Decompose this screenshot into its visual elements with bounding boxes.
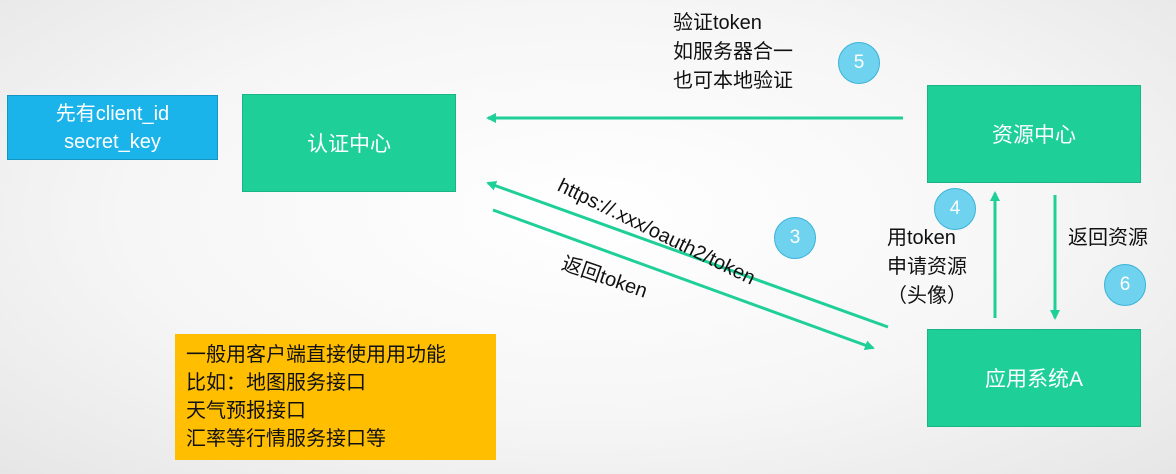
resource-center-label: 资源中心 (992, 124, 1076, 147)
request-line-2: 申请资源 (887, 256, 967, 278)
return-resource-label: 返回资源 (1068, 227, 1148, 249)
arrow-auth-to-app (492, 208, 875, 350)
note-line-2: 比如：地图服务接口 (186, 372, 366, 394)
note-line-4: 汇率等行情服务接口等 (186, 428, 386, 450)
note-line-3: 天气预报接口 (186, 400, 306, 422)
note-box: 一般用客户端直接使用用功能 比如：地图服务接口 天气预报接口 汇率等行情服务接口… (175, 334, 496, 460)
request-line-1: 用token (887, 227, 956, 249)
step-5-badge: 5 (838, 42, 880, 84)
secret-key-text: secret_key (64, 130, 161, 153)
resource-center-box: 资源中心 (927, 85, 1141, 183)
client-credentials-box: 先有client_id secret_key (7, 95, 218, 160)
client-id-text: 先有client_id (55, 102, 170, 125)
step-6-badge: 6 (1104, 264, 1146, 306)
arrow-app-to-auth (486, 181, 889, 329)
auth-center-label: 认证中心 (307, 133, 391, 156)
request-resource-label: 用token 申请资源 （头像） (887, 224, 967, 311)
auth-center-box: 认证中心 (242, 94, 456, 192)
request-line-3: （头像） (887, 285, 967, 307)
step-3-badge: 3 (774, 217, 816, 259)
note-line-1: 一般用客户端直接使用用功能 (186, 344, 446, 366)
step-4-badge: 4 (934, 188, 976, 230)
verify-line-3: 也可本地验证 (673, 70, 793, 92)
verify-token-label: 验证token 如服务器合一 也可本地验证 (673, 9, 793, 96)
app-system-box: 应用系统A (927, 329, 1141, 427)
verify-line-1: 验证token (673, 12, 762, 34)
verify-line-2: 如服务器合一 (673, 41, 793, 63)
app-system-label: 应用系统A (984, 368, 1083, 391)
